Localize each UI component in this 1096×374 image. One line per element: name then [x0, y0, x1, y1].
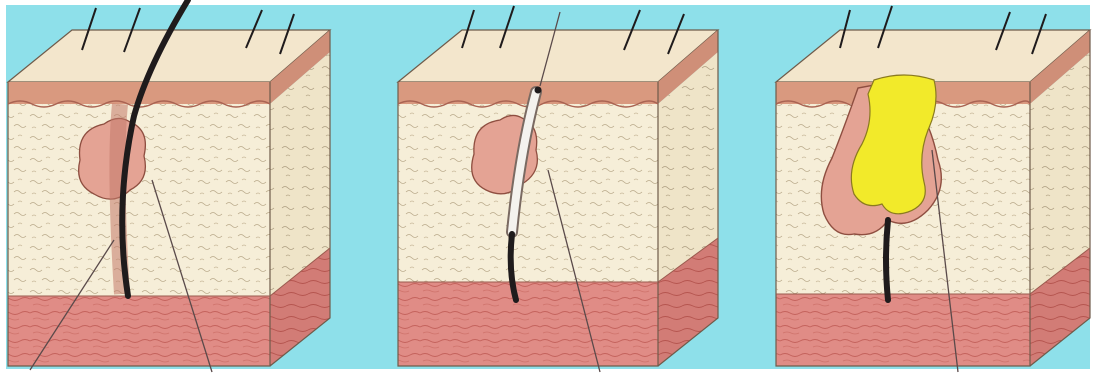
panel-2-plugged-follicle: [398, 6, 718, 372]
panel-2-subcutis: [398, 282, 658, 366]
panel-3-hair: [886, 220, 888, 300]
panel-1-normal-follicle: [8, 0, 330, 372]
panel-3-subcutis: [776, 294, 1030, 366]
panel-2-pore-blackhead: [535, 87, 542, 94]
panel-3-sebum-filled: [776, 6, 1090, 372]
panel-1-subcutis: [8, 296, 270, 366]
